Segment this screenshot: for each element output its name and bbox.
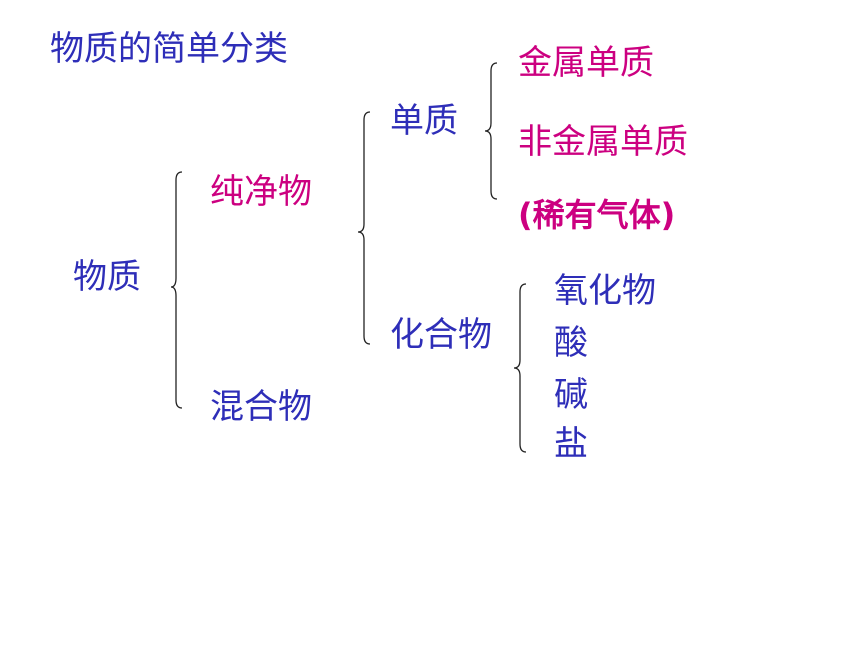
- node-nonmetal-element: 非金属单质: [518, 122, 688, 162]
- diagram-title: 物质的简单分类: [50, 29, 288, 69]
- bracket-matter: [170, 171, 183, 409]
- node-matter: 物质: [73, 257, 141, 297]
- node-element: 单质: [390, 101, 458, 141]
- node-compound: 化合物: [390, 315, 492, 355]
- node-acid: 酸: [554, 323, 588, 363]
- node-pure-substance: 纯净物: [210, 172, 312, 212]
- node-noble-gas: (稀有气体): [518, 196, 676, 234]
- bracket-compound: [513, 283, 527, 453]
- node-salt: 盐: [554, 424, 588, 464]
- node-mixture: 混合物: [210, 387, 312, 427]
- bracket-element: [484, 62, 498, 200]
- node-base: 碱: [554, 375, 588, 415]
- bracket-pure-substance: [357, 111, 371, 345]
- node-metal-element: 金属单质: [518, 43, 654, 83]
- node-oxide: 氧化物: [554, 271, 656, 311]
